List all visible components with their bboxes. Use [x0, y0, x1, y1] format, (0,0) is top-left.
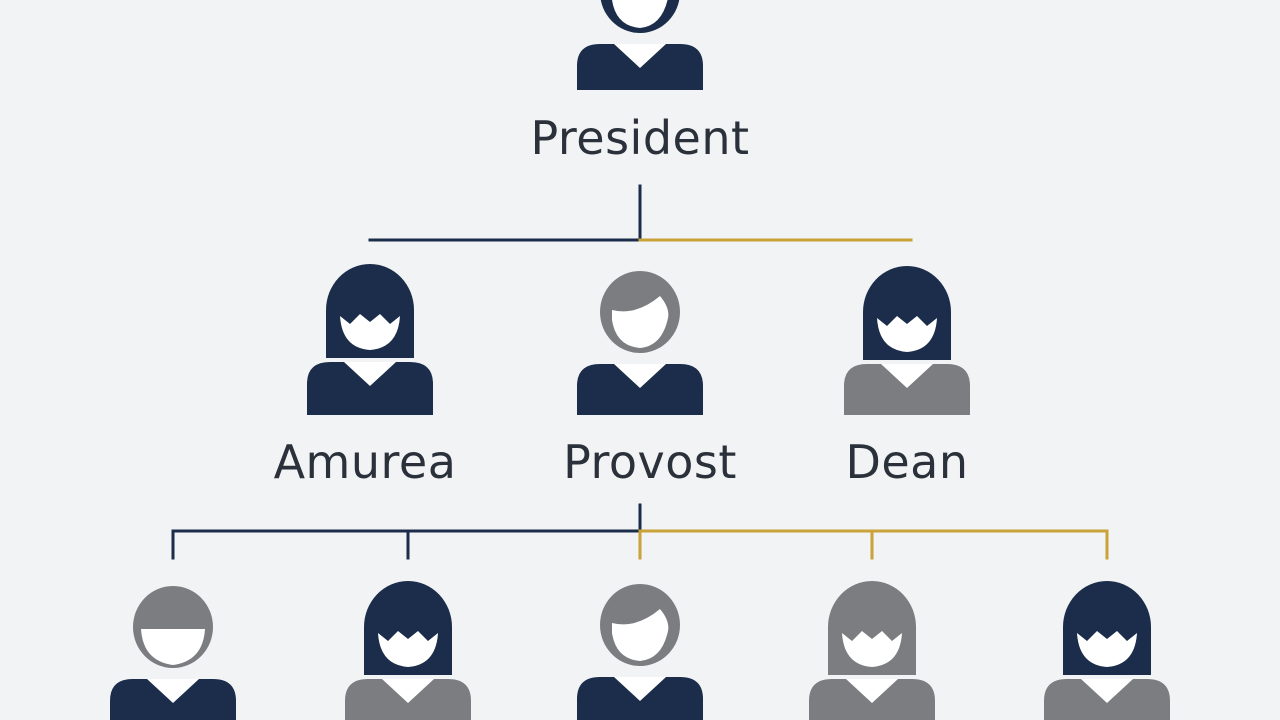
node-label-dean: Dean [845, 435, 969, 489]
amurea-avatar [307, 264, 433, 415]
node-label-amurea: Amurea [273, 435, 457, 489]
staff-4-avatar [809, 581, 935, 720]
staff-3-avatar [577, 584, 703, 720]
node-label-provost: Provost [563, 435, 737, 489]
staff-2-avatar [345, 581, 471, 720]
staff-1-avatar [110, 586, 236, 720]
staff-5-avatar [1044, 581, 1170, 720]
node-label-president: President [530, 111, 750, 165]
provost-avatar [577, 271, 703, 415]
dean-avatar [844, 266, 970, 415]
president-avatar [577, 0, 703, 90]
